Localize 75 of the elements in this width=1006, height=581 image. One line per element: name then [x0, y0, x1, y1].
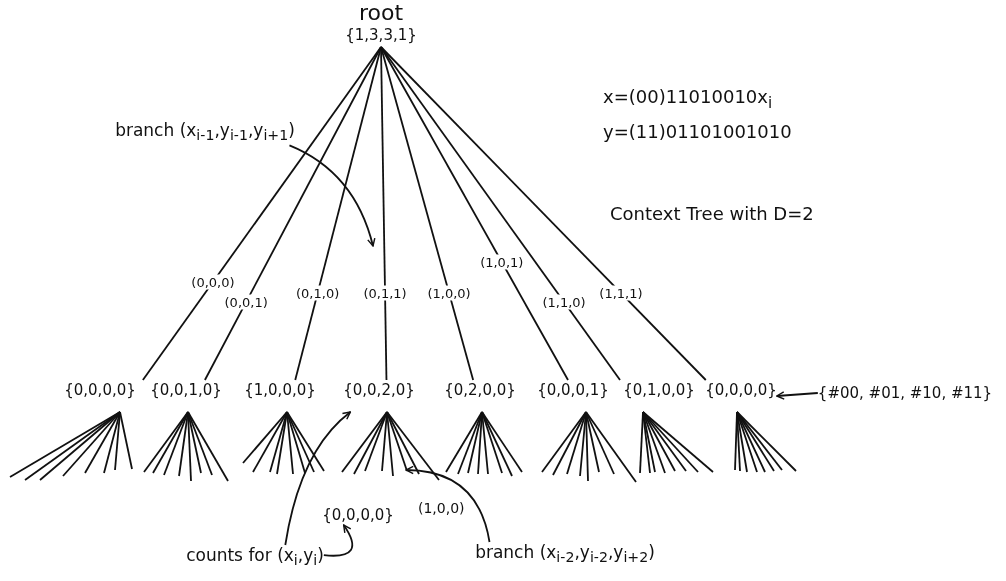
branch-line — [736, 411, 766, 473]
arrow — [288, 144, 376, 247]
count-vector: {0,0,0,0} — [705, 380, 777, 400]
edge-label: (1,0,1) — [479, 254, 525, 270]
branch-line — [585, 411, 589, 482]
annotation-text: counts for (x$_{i}$,y$_{i}$) — [186, 545, 324, 571]
branch-line — [642, 411, 714, 473]
branch-line — [445, 411, 483, 473]
branch-line — [204, 46, 382, 381]
branch-line — [62, 411, 121, 477]
sequence-text: y=(11)01101001010 — [603, 121, 792, 142]
branch-line — [286, 411, 306, 474]
branch-line — [566, 411, 587, 475]
branch-label: (1,0,0) — [418, 500, 465, 516]
branch-line — [364, 411, 388, 472]
branch-line — [187, 411, 202, 474]
branch-line — [269, 411, 288, 473]
branch-line — [294, 46, 382, 381]
edge-label: (1,1,1) — [598, 285, 644, 301]
edge-label: (1,1,0) — [541, 294, 587, 310]
count-vector: {0,0,0,0} — [64, 380, 136, 400]
branch-line — [380, 46, 569, 381]
branch-line — [467, 411, 483, 474]
branch-line — [541, 411, 587, 473]
branch-line — [380, 46, 707, 381]
branch-line — [380, 46, 475, 381]
branch-line — [84, 411, 121, 474]
count-vector: {0,0,2,0} — [343, 380, 415, 400]
arrow — [322, 524, 354, 557]
branch-line — [457, 411, 483, 475]
branch-line — [386, 411, 420, 475]
branch-line — [286, 411, 325, 472]
branch-line — [585, 411, 600, 473]
branch-line — [341, 411, 388, 473]
branch-line — [187, 411, 229, 482]
branch-line — [552, 411, 587, 476]
branch-line — [481, 411, 513, 477]
branch-line — [481, 411, 523, 473]
annotation-text: {#00, #01, #10, #11} — [817, 383, 993, 403]
annotation-text: branch (x$_{i-2}$,y$_{i-2}$,y$_{i+2}$) — [475, 542, 655, 568]
node-label: root — [357, 0, 405, 26]
branch-line — [252, 411, 288, 473]
branch-line — [9, 411, 121, 478]
arrow — [405, 466, 491, 543]
edge-label: (0,1,1) — [362, 285, 408, 301]
arrow — [775, 391, 819, 400]
count-vector: {0,0,0,0} — [322, 505, 394, 525]
count-vector: {0,0,1,0} — [150, 380, 222, 400]
branch-line — [242, 411, 288, 464]
edge-label: (0,1,0) — [295, 285, 341, 301]
heading: Context Tree with D=2 — [610, 203, 814, 224]
edge-label: (1,0,0) — [426, 285, 472, 301]
branch-line — [642, 411, 699, 473]
branch-line — [143, 411, 189, 473]
branch-line — [736, 411, 797, 472]
branch-line — [585, 411, 615, 475]
count-vector: {0,2,0,0} — [444, 380, 516, 400]
edge-label: (0,0,0) — [190, 274, 236, 290]
count-vector: {0,0,0,1} — [537, 380, 609, 400]
count-vector: {1,3,3,1} — [345, 26, 417, 45]
branch-line — [119, 411, 133, 470]
branch-line — [386, 411, 440, 481]
sequence-text: x=(00)11010010x$_{i}$ — [603, 86, 773, 112]
branch-line — [163, 411, 189, 476]
count-vector: {1,0,0,0} — [244, 380, 316, 400]
branch-line — [142, 46, 382, 381]
edge-label: (0,0,1) — [223, 294, 269, 310]
branch-line — [585, 411, 637, 483]
branch-line — [39, 411, 121, 481]
branch-line — [286, 411, 315, 473]
annotation-text: branch (x$_{i-1}$,y$_{i-1}$,y$_{i+1}$) — [115, 120, 295, 146]
count-vector: {0,1,0,0} — [623, 380, 695, 400]
branch-line — [380, 46, 388, 381]
arrow — [284, 411, 352, 546]
branch-line — [642, 411, 676, 472]
